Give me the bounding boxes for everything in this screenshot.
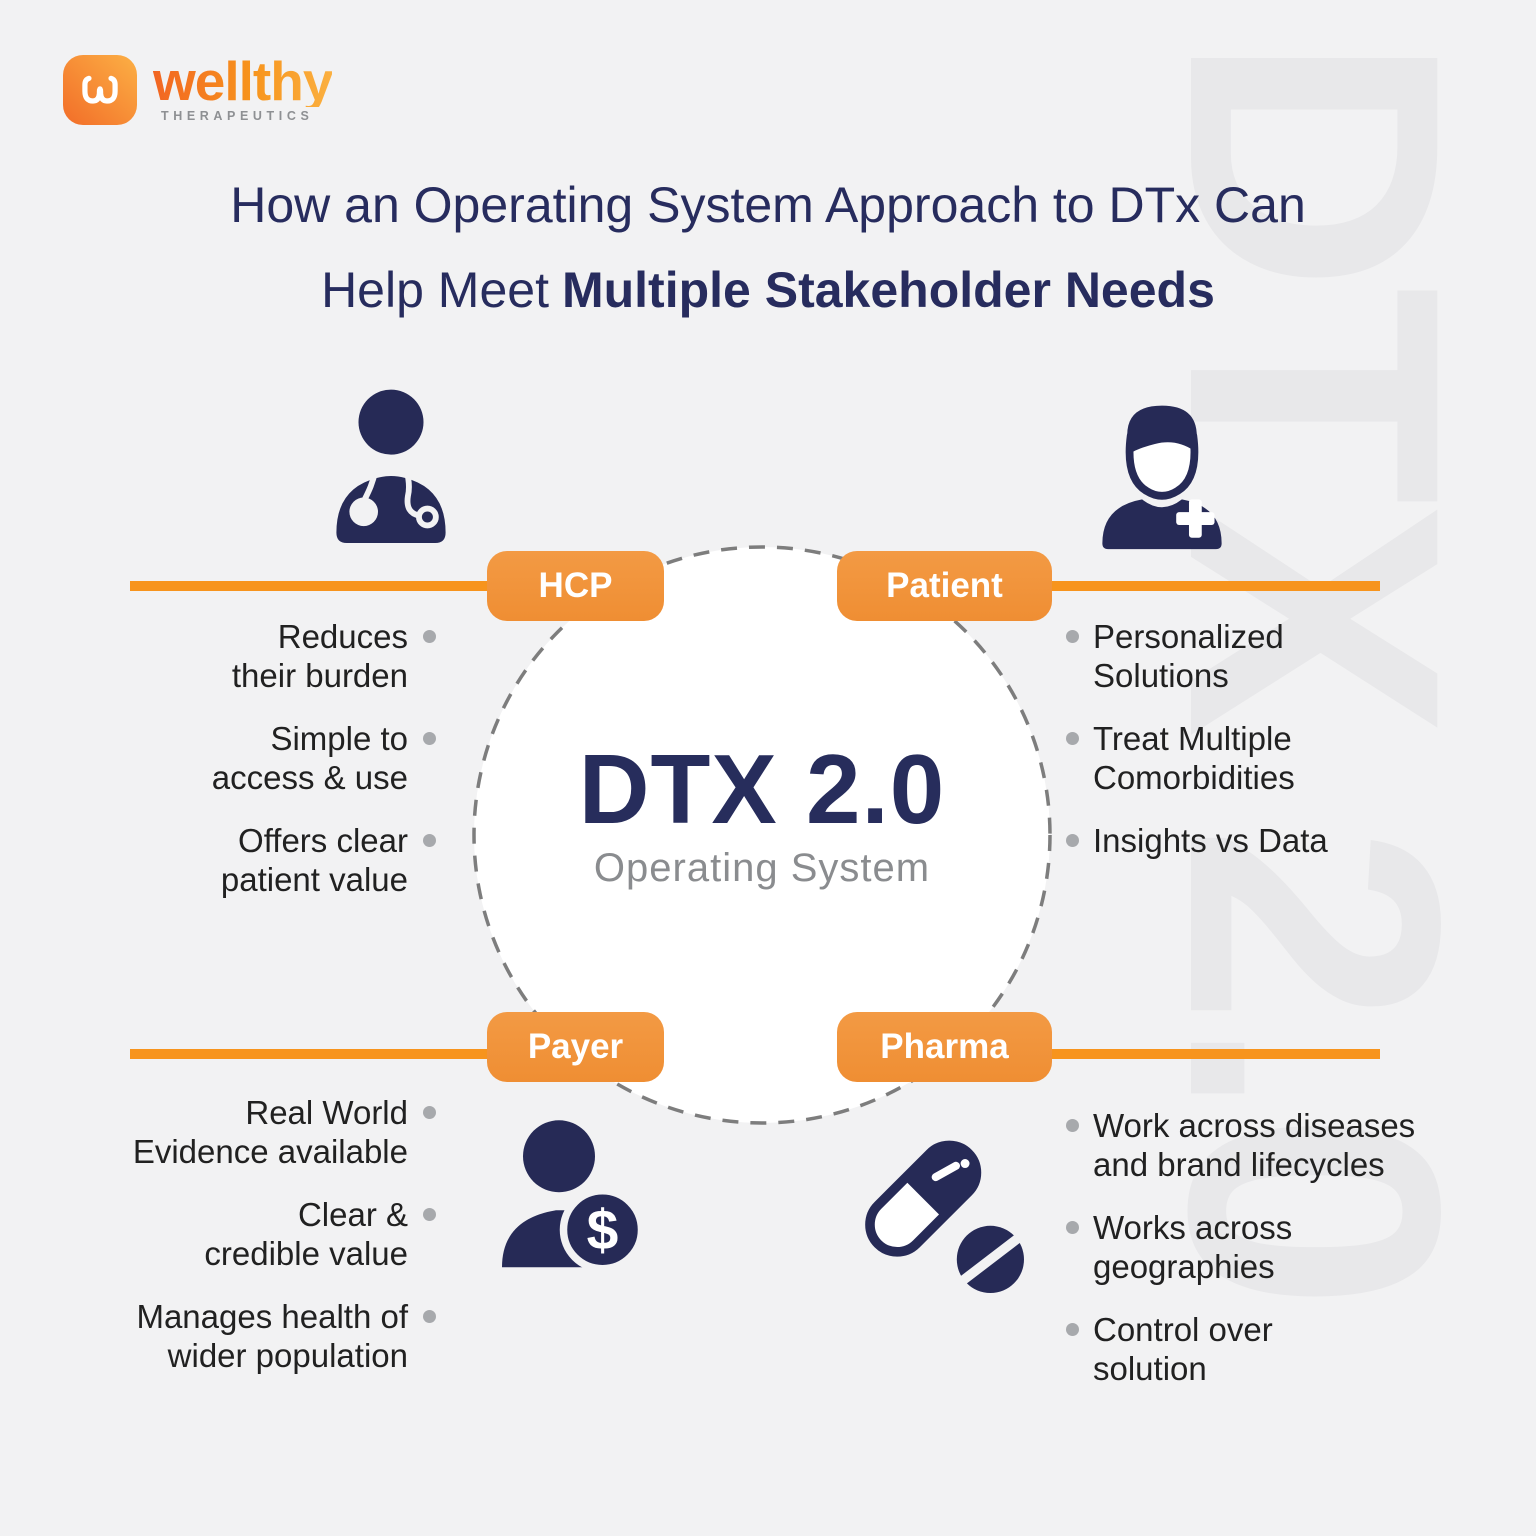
list-item: Offers clear patient value (76, 821, 436, 899)
list-item: Personalized Solutions (1066, 617, 1466, 695)
bullet-text: Reduces their burden (231, 618, 408, 694)
patient-pill-label: Patient (837, 551, 1052, 621)
payer-pill-label: Payer (487, 1012, 664, 1082)
pharma-bullet-list: Work across diseases and brand lifecycle… (1066, 1106, 1466, 1412)
payer-bullet-list: Real World Evidence available Clear & cr… (76, 1093, 436, 1399)
bullet-text: Work across diseases and brand lifecycle… (1093, 1107, 1416, 1183)
patient-icon (1091, 392, 1233, 550)
bullet-dot (423, 732, 436, 745)
bullet-dot (423, 1106, 436, 1119)
list-item: Works across geographies (1066, 1208, 1466, 1286)
pharma-pill-label: Pharma (837, 1012, 1052, 1082)
bullet-dot (1066, 1119, 1079, 1132)
bullet-dot (1066, 834, 1079, 847)
bullet-dot (1066, 1221, 1079, 1234)
list-item: Work across diseases and brand lifecycle… (1066, 1106, 1466, 1184)
connector-line-top-right (1052, 581, 1380, 591)
list-item: Treat Multiple Comorbidities (1066, 719, 1466, 797)
bullet-text: Manages health of wider population (136, 1298, 408, 1374)
bullet-dot (1066, 1323, 1079, 1336)
wellthy-logo: wellthy THERAPEUTICS (63, 50, 333, 125)
brand-name: wellthy (153, 50, 333, 112)
center-heading: DTX 2.0 (578, 734, 946, 844)
page-title-line1: How an Operating System Approach to DTx … (230, 177, 1306, 233)
payer-dollar-icon: $ (496, 1114, 646, 1278)
bullet-text: Real World Evidence available (132, 1094, 408, 1170)
bullet-dot (423, 1208, 436, 1221)
page-title-line2-bold: Multiple Stakeholder Needs (561, 262, 1215, 318)
pharma-pills-icon (856, 1124, 1032, 1302)
wellthy-logo-text: wellthy THERAPEUTICS (153, 50, 333, 125)
list-item: Real World Evidence available (76, 1093, 436, 1171)
list-item: Control over solution (1066, 1310, 1466, 1388)
list-item: Insights vs Data (1066, 821, 1466, 860)
center-subheading: Operating System (593, 846, 931, 890)
hcp-pill-label: HCP (487, 551, 664, 621)
bullet-text: Works across geographies (1093, 1209, 1293, 1285)
connector-line-bottom-right (1052, 1049, 1380, 1059)
bullet-text: Clear & credible value (204, 1196, 408, 1272)
list-item: Reduces their burden (76, 617, 436, 695)
hcp-bullet-list: Reduces their burden Simple to access & … (76, 617, 436, 923)
bullet-text: Insights vs Data (1093, 822, 1328, 859)
center-dashed-circle (472, 545, 1052, 1125)
list-item: Manages health of wider population (76, 1297, 436, 1375)
connector-line-top-left (130, 581, 487, 591)
bullet-dot (423, 630, 436, 643)
bullet-text: Personalized Solutions (1093, 618, 1284, 694)
list-item: Simple to access & use (76, 719, 436, 797)
bullet-dot (423, 1310, 436, 1323)
bullet-dot (1066, 630, 1079, 643)
wellthy-w-icon (63, 55, 137, 125)
svg-text:$: $ (587, 1198, 619, 1262)
list-item: Clear & credible value (76, 1195, 436, 1273)
dtx-watermark-text: DTX 2.0 (1115, 34, 1515, 1306)
bullet-text: Treat Multiple Comorbidities (1093, 720, 1295, 796)
bullet-dot (423, 834, 436, 847)
brand-subtitle: THERAPEUTICS (161, 109, 314, 123)
bullet-text: Offers clear patient value (220, 822, 408, 898)
bullet-dot (1066, 732, 1079, 745)
doctor-icon (326, 386, 456, 544)
patient-bullet-list: Personalized Solutions Treat Multiple Co… (1066, 617, 1466, 884)
bullet-text: Control over solution (1093, 1311, 1273, 1387)
connector-line-bottom-left (130, 1049, 487, 1059)
page-title-line2-regular: Help Meet (321, 262, 549, 318)
bullet-text: Simple to access & use (211, 720, 408, 796)
